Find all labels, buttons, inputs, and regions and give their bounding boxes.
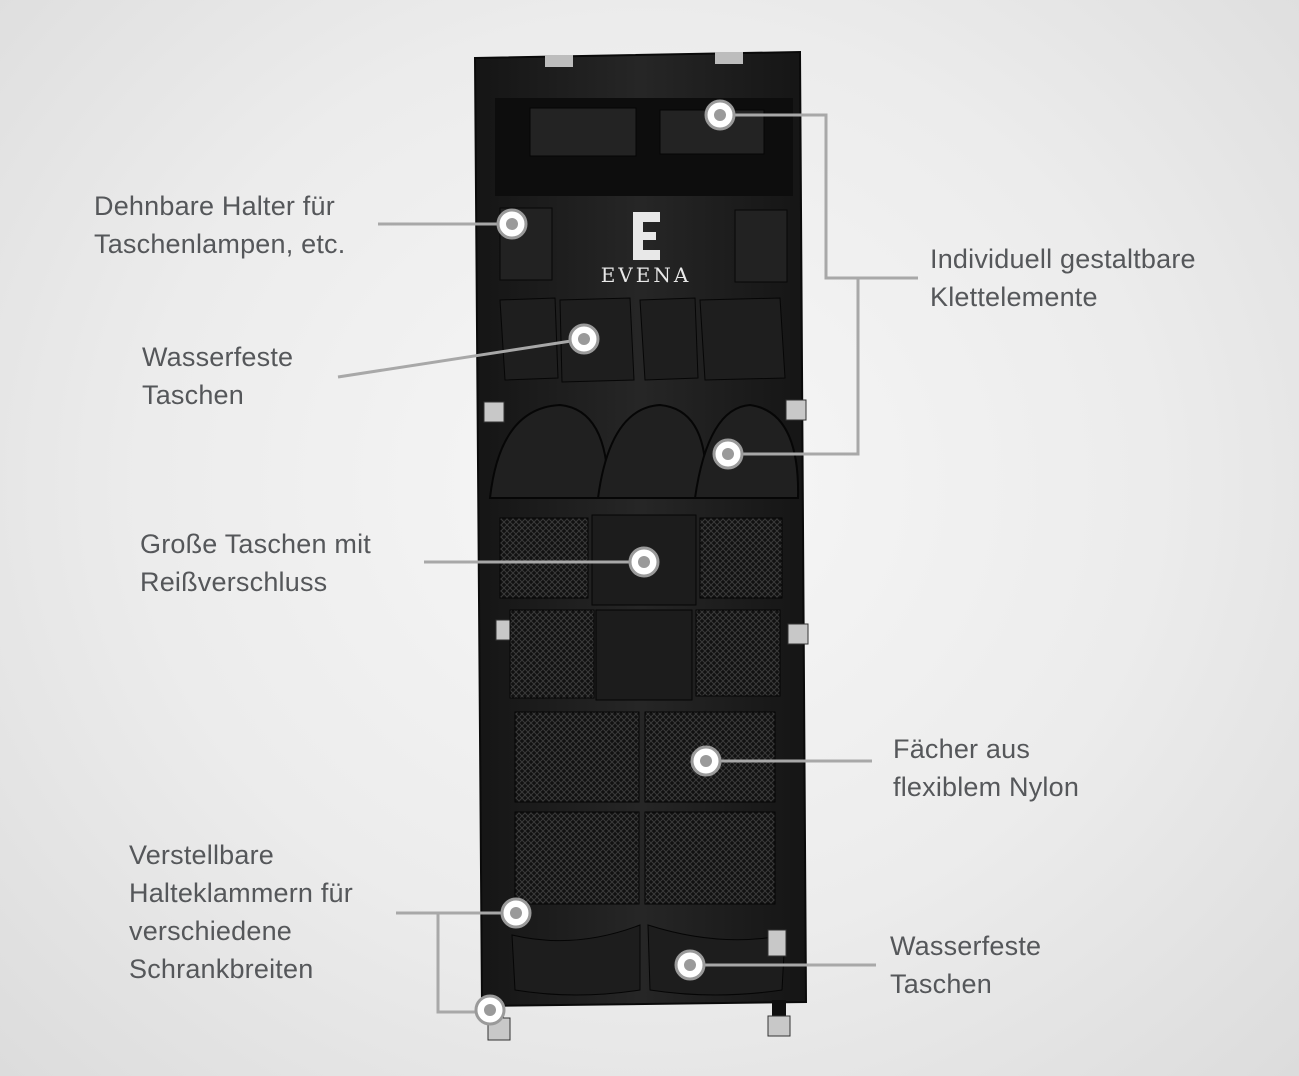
top-hooks: [545, 52, 743, 67]
brand-name: EVENA: [601, 263, 692, 287]
callout-line: Wasserfeste: [890, 931, 1042, 961]
round-pouches: [488, 403, 800, 499]
leader-lines: [337, 113, 918, 1014]
callout-line: Große Taschen mit: [140, 529, 371, 559]
callout-line: Wasserfeste: [142, 342, 294, 372]
callout-line: Reißverschluss: [140, 567, 328, 597]
nylon-compartments: [514, 711, 776, 905]
callout-line: Halteklammern für: [129, 878, 353, 908]
callout-line: Individuell gestaltbare: [930, 244, 1196, 274]
callout-line: Taschenlampen, etc.: [94, 229, 346, 259]
callout-line: Fächer aus: [893, 734, 1031, 764]
callout-velcro-elements: Individuell gestaltbare Klettelemente: [930, 240, 1196, 316]
callout-line: flexiblem Nylon: [893, 772, 1080, 802]
callout-line: verschiedene: [129, 916, 293, 946]
callout-waterproof-pockets-top: Wasserfeste Taschen: [142, 338, 293, 414]
callout-nylon-compartments: Fächer aus flexiblem Nylon: [893, 730, 1079, 806]
callout-line: Taschen: [142, 380, 244, 410]
callout-line: Taschen: [890, 969, 992, 999]
callout-line: Schrankbreiten: [129, 954, 314, 984]
callout-line: Klettelemente: [930, 282, 1098, 312]
callout-line: Dehnbare Halter für: [94, 191, 335, 221]
callout-line: Verstellbare: [129, 840, 274, 870]
callout-markers: [474, 99, 744, 1026]
callout-adjustable-clips: Verstellbare Halteklammern für verschied…: [129, 836, 353, 988]
flashlight-holder-right: [734, 209, 788, 283]
zipper-pockets: [499, 514, 783, 701]
brand-logo: EVENA: [601, 212, 692, 287]
callout-flashlight-holders: Dehnbare Halter für Taschenlampen, etc.: [94, 187, 345, 263]
callout-waterproof-pockets-bottom: Wasserfeste Taschen: [890, 927, 1041, 1003]
callout-zipper-pockets: Große Taschen mit Reißverschluss: [140, 525, 371, 601]
